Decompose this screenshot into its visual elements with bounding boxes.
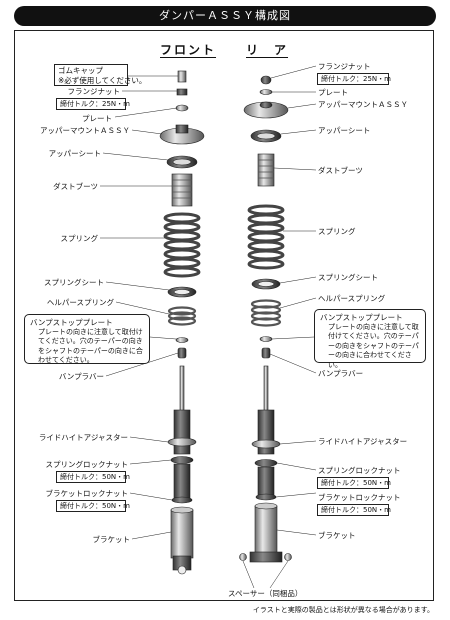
front-torque-50b-box: 締付トルク：50N・m (56, 500, 130, 512)
rear-plate (259, 89, 273, 95)
front-upper-mount-label: アッパーマウントＡＳＳＹ (40, 126, 130, 135)
front-bump-stop-desc: プレートの向きに注意して取付けてください。穴のテーパーの向きをシャフトのテーパー… (38, 327, 143, 365)
rear-spring-label: スプリング (318, 227, 356, 236)
front-damper-body (173, 409, 191, 455)
rear-spring-seat-label: スプリングシート (318, 273, 378, 282)
front-bracket (170, 509, 194, 559)
front-upper-seat-label: アッパーシート (48, 149, 101, 158)
rear-upper-mount-label: アッパーマウントＡＳＳＹ (318, 100, 408, 109)
diagram-title-bar: ダンパーＡＳＳＹ構成図 (14, 6, 436, 26)
diagram-frame (14, 30, 434, 601)
rear-spring-lock-nut-label: スプリングロックナット (318, 466, 401, 475)
spacer-right (284, 553, 292, 561)
front-bump-stop-note: バンプストッププレート プレートの向きに注意して取付けてください。穴のテーパーの… (24, 314, 150, 364)
rear-upper-seat-label: アッパーシート (318, 126, 371, 135)
front-rubber-cap (177, 70, 187, 83)
front-dust-boot (171, 173, 193, 207)
rear-flange-nut (260, 75, 272, 85)
rear-helper-spring-label: ヘルパースプリング (318, 294, 386, 303)
rear-dust-boot (257, 153, 275, 187)
footer-disclaimer: イラストと実際の製品とは形状が異なる場合があります。 (252, 606, 434, 614)
spacer-left (239, 553, 247, 561)
rear-dust-boot-label: ダストブーツ (318, 166, 363, 175)
front-helper-spring (167, 306, 197, 326)
front-spring-seat-label: スプリングシート (44, 278, 104, 287)
front-torque-25-box: 締付トルク：25N・m (56, 98, 130, 110)
front-ride-height-label: ライドハイトアジャスター (38, 433, 128, 442)
spacer-label: スペーサー（同梱品） (228, 589, 303, 598)
rear-bump-stop-plate (259, 336, 273, 342)
rear-assembly (239, 75, 292, 563)
front-ride-height-adjuster (167, 437, 197, 447)
rear-ride-height-adjuster (251, 439, 281, 449)
rear-bump-rubber (261, 347, 271, 359)
front-torque-50a-box: 締付トルク：50N・m (56, 471, 130, 483)
front-bracket-label: ブラケット (92, 535, 131, 544)
rear-bump-stop-desc: プレートの向きに注意して取付けてください。穴のテーパーの向きをシャフトのテーパー… (328, 322, 419, 369)
rear-torque-25-box: 締付トルク：25N・m (317, 73, 391, 85)
front-spring-lock-nut-label: スプリングロックナット (45, 460, 129, 469)
front-spring-lock-nut (170, 456, 194, 464)
rear-bump-stop-note: バンプストッププレート プレートの向きに注意して取付けてください。穴のテーパーの… (314, 309, 426, 369)
rear-bump-rubber-label: バンプラバー (318, 369, 364, 378)
rear-spring-lock-nut (254, 459, 278, 467)
front-shaft (179, 365, 185, 413)
rear-helper-spring (250, 299, 282, 327)
front-rubber-cap-label: ゴムキャップ (58, 66, 103, 75)
rear-spring (247, 204, 285, 270)
rear-flange-nut-label: フランジナット (318, 62, 371, 71)
front-bump-rubber (177, 347, 187, 359)
rear-bracket (254, 505, 278, 555)
front-dust-boot-label: ダストブーツ (53, 182, 98, 191)
diagram-title: ダンパーＡＳＳＹ構成図 (159, 9, 291, 22)
front-flange-nut (176, 88, 188, 96)
front-flange-nut-label: フランジナット (67, 87, 121, 96)
rear-torque-50a-box: 締付トルク：50N・m (317, 477, 391, 489)
rear-ride-height-label: ライドハイトアジャスター (318, 437, 408, 446)
front-plate-label: プレート (82, 114, 112, 123)
rear-bracket-label: ブラケット (318, 531, 356, 540)
front-rubber-cap-note: ※必ず使用してください。 (58, 75, 147, 85)
rear-bump-stop-title: バンプストッププレート (320, 313, 403, 322)
rear-bracket-lock-nut (255, 493, 277, 501)
front-column-title: フロント (160, 43, 217, 57)
leader-lines (100, 65, 317, 589)
front-bracket-lock-nut (171, 496, 193, 504)
rear-shaft (263, 365, 269, 413)
front-plate (175, 104, 189, 112)
rear-torque-50b-box: 締付トルク：50N・m (317, 504, 391, 516)
front-bump-stop-plate (175, 337, 189, 343)
front-spring-label: スプリング (60, 234, 99, 243)
front-bump-rubber-label: バンプラバー (58, 372, 104, 381)
front-rubber-cap-box: ゴムキャップ ※必ず使用してください。 (54, 64, 147, 86)
front-assembly (159, 70, 205, 575)
front-bracket-lock-nut-label: ブラケットロックナット (45, 489, 129, 498)
rear-column-title: リ ア (246, 43, 289, 57)
front-helper-spring-label: ヘルパースプリング (46, 298, 114, 307)
front-bump-stop-title: バンプストッププレート (30, 318, 113, 327)
front-spring (163, 212, 201, 278)
rear-plate-label: プレート (318, 88, 348, 97)
rear-bracket-lock-nut-label: ブラケットロックナット (318, 493, 401, 502)
